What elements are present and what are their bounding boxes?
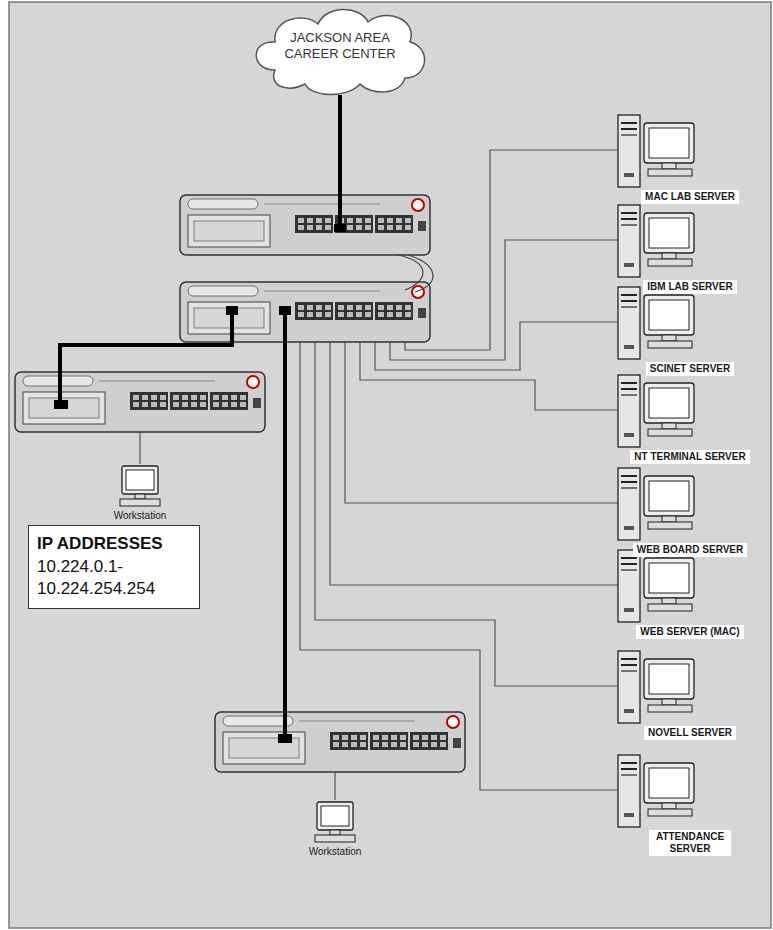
node-text: MAC LAB SERVER — [645, 191, 735, 203]
server-label: WEB BOARD SERVER — [633, 543, 748, 557]
node-text: WEB SERVER (MAC) — [640, 626, 739, 638]
node-text: ATTENDANCE SERVER — [653, 831, 727, 855]
node-text: JACKSON AREA CAREER CENTER — [274, 30, 406, 62]
node-text: IBM LAB SERVER — [647, 281, 732, 293]
node-text: NOVELL SERVER — [648, 727, 732, 739]
workstation-label: Workstation — [114, 510, 167, 521]
ip-address-box: IP ADDRESSES10.224.0.1- 10.224.254.254 — [28, 525, 200, 609]
server-label: NOVELL SERVER — [644, 726, 736, 740]
node-text: IP ADDRESSES — [37, 532, 191, 556]
cloud-node: JACKSON AREA CAREER CENTER — [274, 30, 406, 62]
server-label: MAC LAB SERVER — [641, 190, 739, 204]
node-text: SCINET SERVER — [650, 363, 730, 375]
server-label: NT TERMINAL SERVER — [630, 450, 749, 464]
label-text: Workstation — [114, 510, 167, 521]
server-label: ATTENDANCE SERVER — [649, 830, 731, 856]
node-text: NT TERMINAL SERVER — [634, 451, 745, 463]
label-text: Workstation — [309, 846, 362, 857]
server-label: IBM LAB SERVER — [643, 280, 736, 294]
server-label: WEB SERVER (MAC) — [636, 625, 743, 639]
server-label: SCINET SERVER — [646, 362, 734, 376]
node-body-text: 10.224.0.1- 10.224.254.254 — [37, 556, 191, 600]
node-text: WEB BOARD SERVER — [637, 544, 744, 556]
workstation-label: Workstation — [309, 846, 362, 857]
